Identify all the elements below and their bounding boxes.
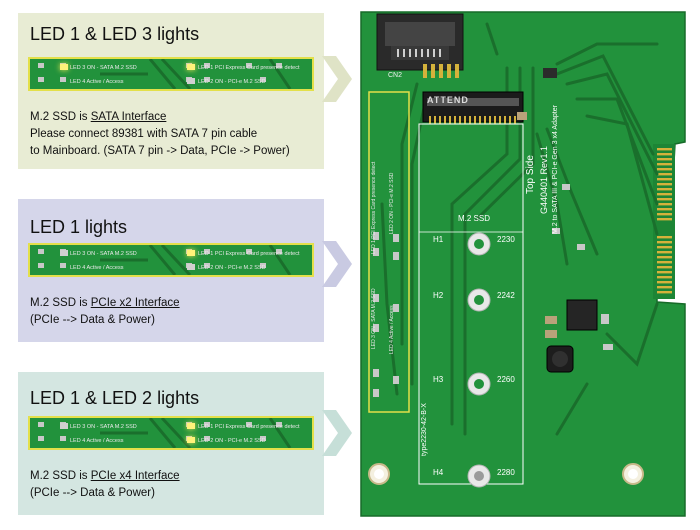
smd-component [60, 77, 66, 82]
hole-name: H4 [433, 468, 444, 477]
board-led-label: LED 4 Active / Access [389, 305, 395, 354]
smd-component [60, 436, 66, 441]
strip-led-label: LED 1 PCI Express Card presence detect [198, 424, 300, 430]
slot-label: ATTEND [427, 95, 469, 105]
smd-component [204, 422, 210, 427]
desc-line: M.2 SSD is SATA Interface [30, 111, 167, 123]
hole-name: H1 [433, 235, 444, 244]
led-off-indicator [187, 264, 195, 270]
desc-line: Please connect 89381 with SATA 7 pin cab… [30, 128, 258, 140]
desc-line: M.2 SSD is PCIe x4 Interface [30, 470, 180, 482]
led-on-indicator [187, 423, 195, 429]
smd-component [38, 63, 44, 68]
panel-title: LED 1 & LED 2 lights [30, 388, 200, 408]
led-strip: LED 3 ON - SATA M.2 SSD LED 4 Active / Ac… [28, 416, 314, 450]
pcb-board: CN2 ATTEND M.2 SSD H1 2230 H2 2242 H3 22… [357, 4, 692, 524]
smd-component [204, 63, 210, 68]
strip-led-label: LED 2 ON - PCI-e M.2 SSD [198, 265, 266, 271]
smd-component [276, 249, 282, 254]
panel-description: M.2 SSD is SATA Interface Please connect… [30, 109, 290, 160]
smd-component [38, 263, 44, 268]
hole-name: H3 [433, 375, 444, 384]
strip-led-label: LED 3 ON - SATA M.2 SSD [70, 424, 137, 430]
board-led-label: LED 3 ON - SATA M.2 SSD [371, 288, 377, 349]
hole-size: 2260 [497, 375, 515, 384]
led-on-indicator [60, 64, 68, 70]
strip-led-label: LED 1 PCI Express Card presence detect [198, 65, 300, 71]
smd-component [204, 249, 210, 254]
smd-component [260, 77, 266, 82]
smd-component [246, 63, 252, 68]
hole-size: 2242 [497, 291, 515, 300]
type-label: type2230-42-B-X [421, 403, 428, 456]
led-strip: LED 3 ON - SATA M.2 SSD LED 4 Active / Ac… [28, 57, 314, 91]
led-off-indicator [60, 250, 68, 256]
strip-led-label: LED 2 ON - PCI-e M.2 SSD [198, 79, 266, 85]
led-on-indicator [187, 250, 195, 256]
led-strip-graphic: LED 3 ON - SATA M.2 SSD LED 4 Active / Ac… [38, 245, 300, 275]
panel-title: LED 1 lights [30, 217, 128, 237]
strip-led-label: LED 1 PCI Express Card presence detect [198, 251, 300, 257]
led-on-indicator [187, 437, 195, 443]
led-strip-graphic: LED 3 ON - SATA M.2 SSD LED 4 Active / Ac… [38, 59, 300, 89]
panel-led1-led2: LED 1 & LED 2 lights LED 3 ON - SATA M.2… [18, 372, 324, 515]
arrow-right-icon [322, 56, 352, 102]
panel-description: M.2 SSD is PCIe x4 Interface (PCIe --> D… [30, 468, 180, 502]
smd-component [246, 249, 252, 254]
strip-led-label: LED 2 ON - PCI-e M.2 SSD [198, 438, 266, 444]
panel-title: LED 1 & LED 3 lights [30, 24, 200, 44]
led-on-indicator [187, 64, 195, 70]
led-strip-graphic: LED 3 ON - SATA M.2 SSD LED 4 Active / Ac… [38, 418, 300, 448]
adapter-label: M.2 to SATA III & PCI-e Gen 3 x4 Adapter [552, 105, 559, 234]
arrow-right-icon [322, 241, 352, 287]
panel-led1-led3: LED 1 & LED 3 lights LED 3 ON - SATA M.2… [18, 13, 324, 169]
hole-name: H2 [433, 291, 444, 300]
smd-component [276, 63, 282, 68]
smd-component [38, 436, 44, 441]
hole-size: 2280 [497, 468, 515, 477]
strip-led-label: LED 4 Active / Access [70, 438, 124, 444]
smd-component [38, 249, 44, 254]
side-label: Top Side [525, 155, 536, 194]
model-label: G440401 Rev1.1 [539, 145, 549, 214]
smd-component [204, 263, 210, 268]
smd-component [38, 422, 44, 427]
smd-component [38, 77, 44, 82]
hole-size: 2230 [497, 235, 515, 244]
arrow-right-icon [322, 410, 352, 456]
led-off-indicator [187, 78, 195, 84]
board-led-label: LED 2 ON - PCI-e M.2 SSD [389, 172, 395, 234]
smd-component [204, 77, 210, 82]
led-off-indicator [60, 423, 68, 429]
smd-component [276, 422, 282, 427]
smd-component [204, 436, 210, 441]
desc-line: to Mainboard. (SATA 7 pin -> Data, PCIe … [30, 145, 290, 157]
board-led-label: LED 1 PCI Express Card presence detect [371, 161, 377, 254]
smd-component [60, 263, 66, 268]
strip-led-label: LED 3 ON - SATA M.2 SSD [70, 65, 137, 71]
strip-led-label: LED 4 Active / Access [70, 265, 124, 271]
connector-label: CN2 [388, 72, 403, 79]
desc-line: M.2 SSD is PCIe x2 Interface [30, 297, 180, 309]
panel-description: M.2 SSD is PCIe x2 Interface (PCIe --> D… [30, 295, 180, 329]
desc-line: (PCIe --> Data & Power) [30, 487, 155, 499]
smd-component [260, 436, 266, 441]
smd-component [260, 263, 266, 268]
strip-led-label: LED 4 Active / Access [70, 79, 124, 85]
ssd-label: M.2 SSD [458, 214, 491, 223]
desc-line: (PCIe --> Data & Power) [30, 314, 155, 326]
smd-component [246, 422, 252, 427]
led-strip: LED 3 ON - SATA M.2 SSD LED 4 Active / Ac… [28, 243, 314, 277]
strip-led-label: LED 3 ON - SATA M.2 SSD [70, 251, 137, 257]
